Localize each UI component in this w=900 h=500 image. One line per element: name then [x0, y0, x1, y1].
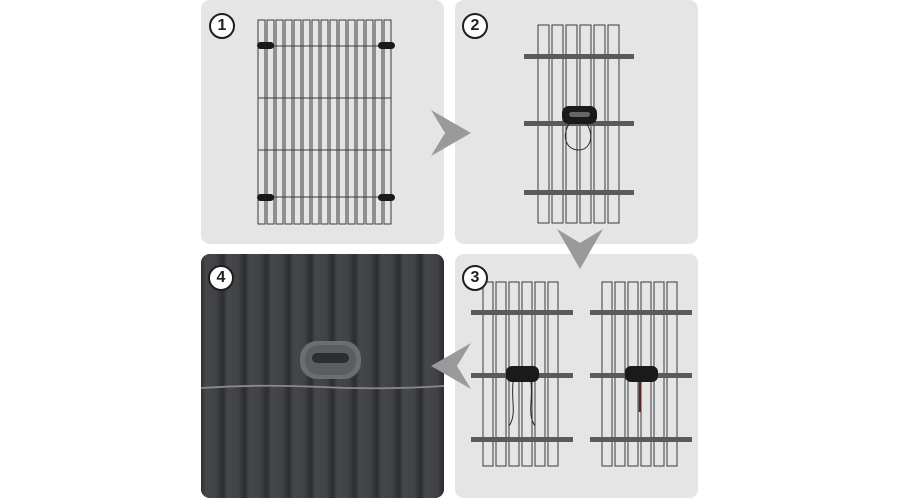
- finished-fence-photo: [201, 254, 444, 498]
- step-number-badge: 3: [462, 265, 488, 291]
- fence-mat-unrolled-illustration: [257, 19, 395, 225]
- support-bars: [524, 54, 634, 195]
- arrow-down-icon: [557, 229, 603, 269]
- fixing-clip-right: [625, 366, 658, 412]
- fence-slats: [257, 19, 392, 225]
- step-number-badge: 2: [462, 13, 488, 39]
- fixing-clip: [300, 341, 361, 379]
- arrow-left-icon: [431, 343, 471, 389]
- step-number-badge: 1: [209, 13, 235, 39]
- fixing-clip-left: [506, 366, 539, 427]
- fence-wires: [258, 45, 391, 198]
- fixing-clips: [257, 42, 395, 201]
- step-number-badge: 4: [208, 265, 234, 291]
- tie-wire: [201, 384, 444, 390]
- arrow-right-icon: [431, 110, 471, 156]
- tie-wire-illustration: [471, 281, 692, 467]
- step-1-panel: 1: [201, 0, 444, 244]
- step-3-panel: 3: [455, 254, 698, 498]
- clip-attach-illustration: [524, 24, 634, 224]
- step-2-panel: 2: [455, 0, 698, 244]
- fixing-clip: [562, 106, 597, 151]
- step-4-panel: 4: [201, 254, 444, 498]
